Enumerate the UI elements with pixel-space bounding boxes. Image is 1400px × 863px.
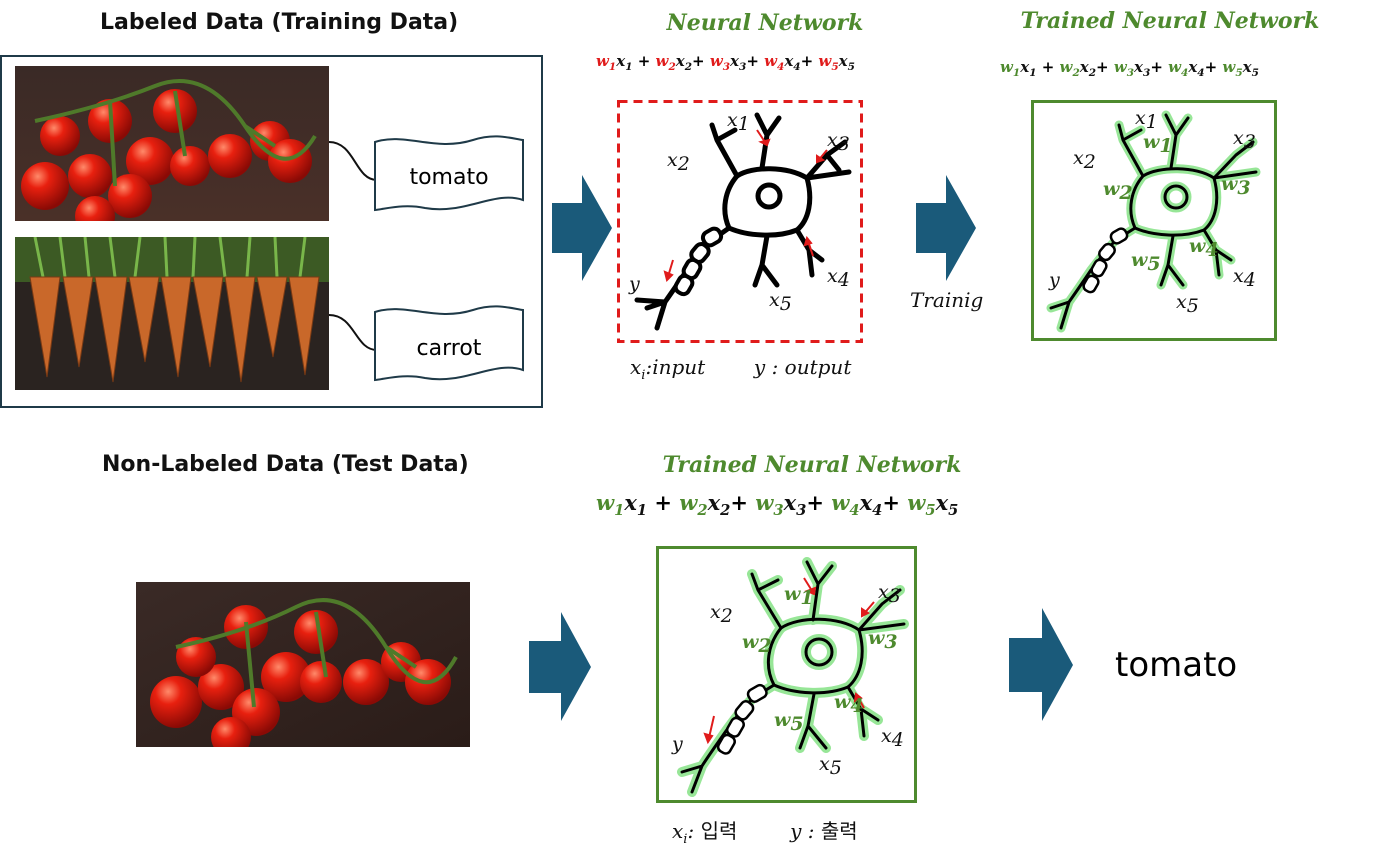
weighted-sum-formula: w1x1 + w2x2+ w3x3+ w4x4+ w5x5 bbox=[596, 52, 855, 73]
svg-text:w2: w2 bbox=[1103, 178, 1133, 204]
test-weighted-sum-formula: w1x1 + w2x2+ w3x3+ w4x4+ w5x5 bbox=[596, 490, 959, 520]
svg-text:w2: w2 bbox=[742, 631, 772, 657]
legend-input: input bbox=[652, 355, 706, 379]
carrot-photo bbox=[15, 237, 329, 390]
test-legend-output: 출력 bbox=[820, 819, 858, 843]
test-legend-input: 입력 bbox=[700, 819, 738, 843]
test-input-output-legend: xi: 입력 y : 출력 bbox=[672, 819, 858, 847]
label-connectors bbox=[328, 135, 524, 382]
svg-text:y: y bbox=[671, 733, 683, 755]
svg-text:y: y bbox=[628, 273, 640, 295]
svg-text:x3: x3 bbox=[827, 129, 850, 155]
arrow-right-icon-2 bbox=[916, 175, 976, 281]
svg-text:x2: x2 bbox=[710, 601, 733, 627]
svg-text:w3: w3 bbox=[868, 627, 898, 653]
label-tomato: tomato bbox=[409, 165, 489, 190]
neural-network-title: Neural Network bbox=[666, 10, 864, 36]
svg-text:x4: x4 bbox=[827, 265, 850, 291]
svg-text:x2: x2 bbox=[1073, 147, 1096, 173]
neuron-diagram: x1 x2 x3 x4 x5 y bbox=[617, 100, 863, 343]
svg-text:x5: x5 bbox=[1176, 291, 1199, 317]
test-data-title: Non-Labeled Data (Test Data) bbox=[102, 452, 469, 477]
trained-network-title: Trained Neural Network bbox=[1020, 8, 1320, 34]
svg-text:x4: x4 bbox=[1233, 265, 1256, 291]
svg-text:x3: x3 bbox=[1233, 127, 1256, 153]
label-carrot: carrot bbox=[416, 336, 482, 361]
training-data-box bbox=[0, 55, 543, 408]
svg-text:x1: x1 bbox=[1135, 107, 1158, 133]
svg-text:x3: x3 bbox=[878, 581, 901, 607]
svg-text:w1: w1 bbox=[1143, 131, 1173, 157]
svg-text:w1: w1 bbox=[784, 583, 814, 609]
input-output-legend: xi:input y : output bbox=[630, 355, 852, 383]
svg-text:w5: w5 bbox=[1131, 249, 1161, 275]
svg-text:x2: x2 bbox=[667, 149, 690, 175]
svg-text:y: y bbox=[1048, 269, 1060, 291]
tomato-photo bbox=[15, 66, 329, 221]
svg-text:w3: w3 bbox=[1221, 173, 1251, 199]
trained-neuron-diagram: x1 x2 x3 x4 x5 y w1 w2 w3 w4 w5 bbox=[1031, 100, 1277, 341]
trained-weighted-sum-formula: w1x1 + w2x2+ w3x3+ w4x4+ w5x5 bbox=[1000, 58, 1259, 79]
prediction-result: tomato bbox=[1115, 645, 1238, 685]
training-data-title: Labeled Data (Training Data) bbox=[100, 10, 459, 35]
legend-output: output bbox=[784, 355, 852, 379]
training-arrow-label: Trainig bbox=[910, 288, 984, 312]
svg-text:x4: x4 bbox=[881, 725, 904, 751]
test-network-title: Trained Neural Network bbox=[662, 452, 962, 478]
svg-text:x5: x5 bbox=[819, 753, 842, 779]
arrow-right-icon bbox=[552, 175, 612, 281]
svg-text:w4: w4 bbox=[834, 691, 864, 717]
arrow-right-icon-3 bbox=[529, 612, 591, 721]
test-tomato-photo bbox=[136, 582, 470, 747]
svg-text:x5: x5 bbox=[769, 289, 792, 315]
svg-text:w4: w4 bbox=[1189, 235, 1219, 261]
svg-text:x1: x1 bbox=[727, 109, 750, 135]
arrow-right-icon-4 bbox=[1009, 608, 1073, 721]
svg-text:w5: w5 bbox=[774, 709, 804, 735]
test-neuron-diagram: x2 x3 x4 x5 y w1 w2 w3 w4 w5 bbox=[656, 546, 917, 803]
